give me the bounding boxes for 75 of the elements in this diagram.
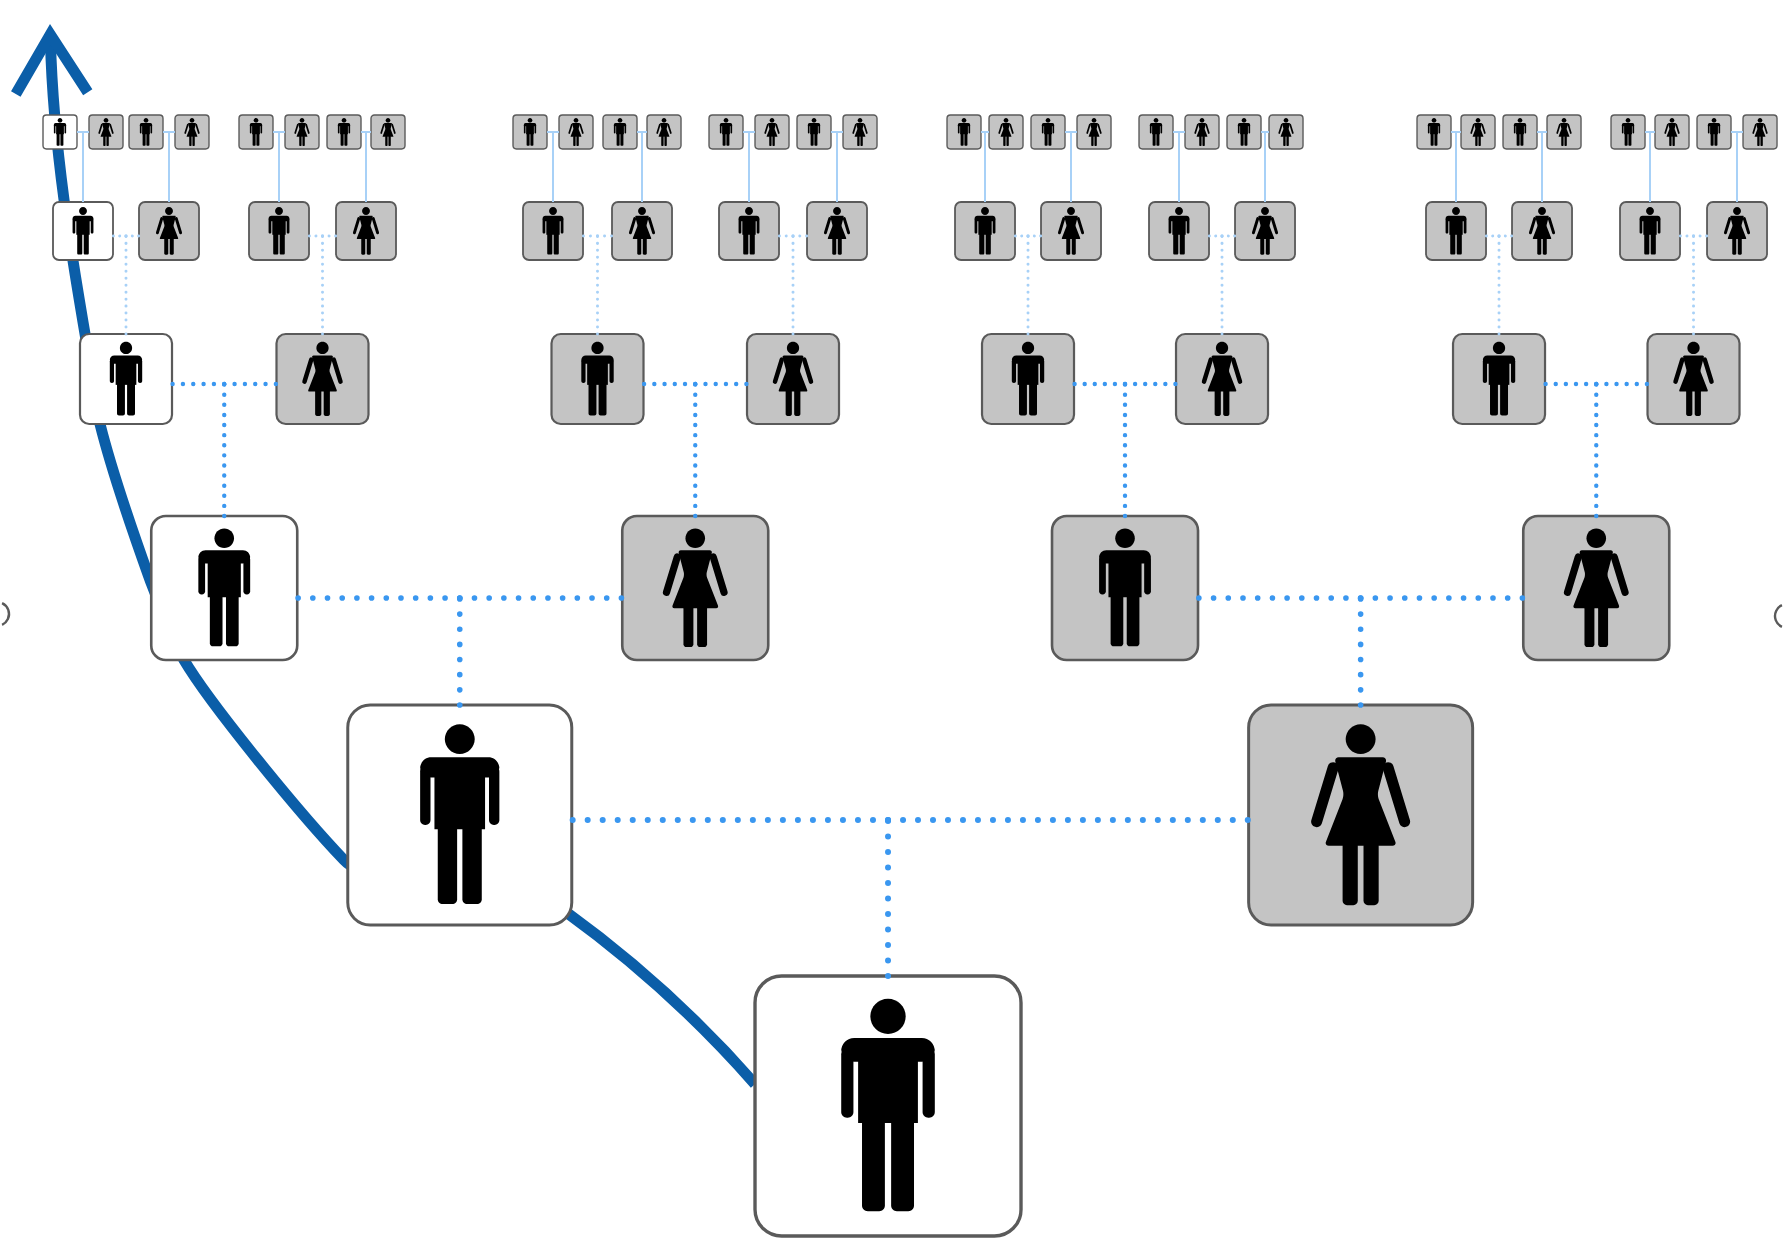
- connector-line: [1644, 131, 1651, 133]
- dotted-line: [596, 234, 599, 336]
- dotted-line: [1692, 234, 1709, 238]
- connector-line: [552, 131, 554, 203]
- dotted-line: [1678, 234, 1696, 238]
- dotted-line: [1026, 234, 1030, 336]
- connector-line: [636, 131, 643, 133]
- connector-line: [836, 131, 838, 203]
- dotted-line: [1220, 234, 1237, 238]
- dotted-line: [1497, 234, 1514, 238]
- connector-line: [278, 131, 280, 203]
- dotted-line: [1026, 234, 1043, 238]
- dotted-line: [693, 381, 750, 387]
- dotted-line: [1122, 381, 1128, 519]
- dotted-line: [321, 234, 324, 336]
- connector-line: [1730, 131, 1738, 133]
- connector-line: [641, 131, 648, 133]
- connector-line: [162, 131, 170, 133]
- connector-line: [1070, 131, 1072, 203]
- dotted-line: [1594, 381, 1650, 387]
- dotted-line: [222, 381, 227, 519]
- dotted-line: [885, 817, 1252, 823]
- connector-line: [1649, 131, 1651, 203]
- connector-line: [1736, 131, 1738, 203]
- connector-line: [1172, 131, 1180, 133]
- connector-line: [365, 131, 372, 133]
- dotted-line: [885, 817, 891, 979]
- connector-line: [76, 131, 84, 133]
- connector-line: [365, 131, 367, 203]
- dotted-line: [1122, 381, 1179, 387]
- dotted-line: [1220, 234, 1224, 336]
- dotted-line: [596, 234, 614, 238]
- dotted-line: [124, 234, 128, 336]
- connector-line: [278, 131, 286, 133]
- connector-line: [168, 131, 170, 203]
- connector-line: [1178, 131, 1180, 203]
- connector-line: [1178, 131, 1186, 133]
- dotted-line: [321, 234, 338, 238]
- connector-line: [1455, 131, 1457, 203]
- connector-line: [641, 131, 643, 203]
- connector-line: [1536, 131, 1543, 133]
- connector-line: [360, 131, 367, 133]
- dotted-line: [1357, 595, 1527, 601]
- connector-line: [1070, 131, 1078, 133]
- dotted-line: [791, 234, 795, 336]
- dotted-line: [791, 234, 809, 238]
- connector-line: [748, 131, 756, 133]
- connector-line: [546, 131, 554, 133]
- dotted-line: [1594, 381, 1599, 519]
- dotted-line: [456, 595, 626, 601]
- connector-line: [1064, 131, 1072, 133]
- connector-line: [1455, 131, 1462, 133]
- connector-line: [82, 131, 84, 203]
- connector-line: [82, 131, 90, 133]
- dotted-line: [693, 381, 698, 519]
- connector-line: [1541, 131, 1543, 203]
- connector-line: [1450, 131, 1457, 133]
- dotted-line: [222, 381, 279, 387]
- connector-line: [1736, 131, 1744, 133]
- connector-line: [272, 131, 280, 133]
- connector-line: [984, 131, 986, 203]
- connector-line: [748, 131, 750, 203]
- connector-line: [836, 131, 844, 133]
- dotted-line: [1357, 595, 1364, 708]
- connector-line: [1649, 131, 1656, 133]
- dotted-line: [1692, 234, 1696, 336]
- connector-line: [1541, 131, 1548, 133]
- connector-line: [168, 131, 176, 133]
- connector-line: [552, 131, 560, 133]
- dotted-line: [1497, 234, 1501, 336]
- dotted-line: [124, 234, 141, 238]
- connector-line: [742, 131, 750, 133]
- dotted-line: [456, 595, 463, 708]
- connector-line: [830, 131, 838, 133]
- connector-line: [1264, 131, 1266, 203]
